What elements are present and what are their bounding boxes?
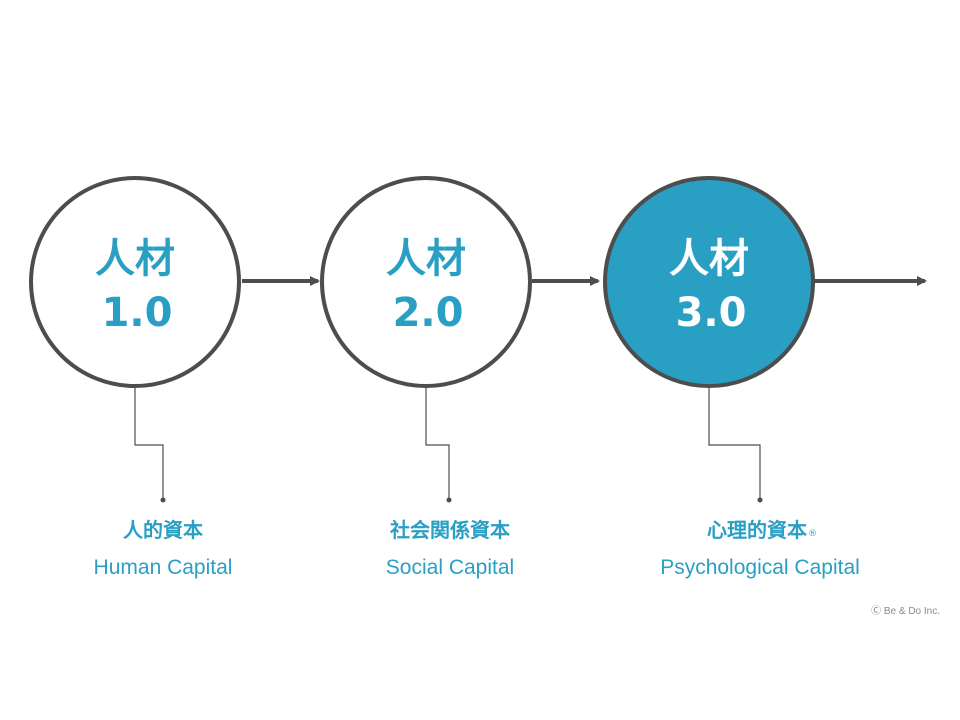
stage-1-node: 人材 1.0: [29, 176, 241, 388]
stage-1-caption-jp: 人的資本: [123, 518, 203, 542]
connector-3: [708, 386, 761, 498]
stage-2-caption-en: Social Capital: [386, 556, 514, 579]
copyright-notice: Ⓒ Be & Do Inc.: [871, 605, 940, 617]
stage-1-caption-en: Human Capital: [94, 556, 233, 579]
stage-3-caption: 心理的資本 ® Psychological Capital: [660, 518, 860, 579]
stage-3-caption-jp: 心理的資本: [707, 518, 807, 542]
stage-3-caption-en: Psychological Capital: [660, 556, 860, 579]
registered-mark: ®: [808, 529, 817, 539]
stage-1-caption: 人的資本 Human Capital: [94, 518, 233, 579]
connector-3-dot: [757, 497, 763, 503]
stage-2-caption: 社会関係資本 Social Capital: [386, 518, 514, 579]
stage-2-node: 人材 2.0: [320, 176, 532, 388]
connector-2-dot: [446, 497, 452, 503]
stage-2-title: 人材: [386, 236, 466, 282]
stage-3-circle: [603, 176, 815, 388]
stage-3-title: 人材: [669, 236, 749, 282]
stage-1-circle: [29, 176, 241, 388]
stage-3-version: 3.0: [676, 290, 747, 336]
stage-1-title: 人材: [95, 236, 175, 282]
connector-2: [425, 386, 450, 498]
stage-1-version: 1.0: [102, 290, 173, 336]
stage-2-circle: [320, 176, 532, 388]
connector-1-dot: [160, 497, 166, 503]
stage-2-caption-jp: 社会関係資本: [389, 518, 510, 542]
stage-3-node: 人材 3.0: [603, 176, 815, 388]
connector-1: [134, 386, 164, 498]
stage-2-version: 2.0: [393, 290, 464, 336]
